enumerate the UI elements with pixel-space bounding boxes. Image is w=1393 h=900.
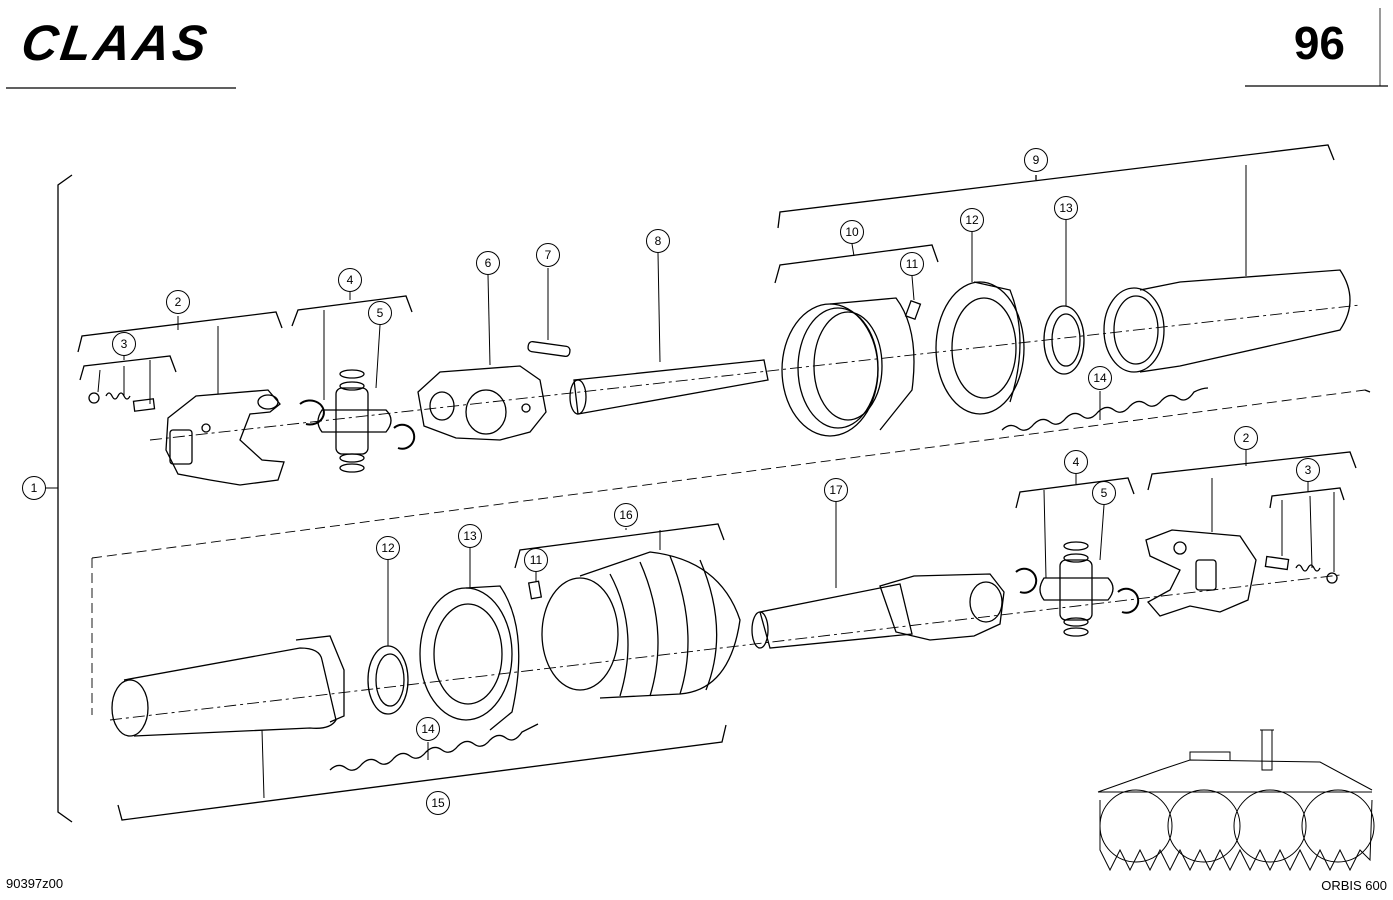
drawing-number: 90397z00 [6,876,64,891]
callout-11: 11 [900,252,924,276]
callout-7: 7 [536,243,560,267]
callout-12: 12 [960,208,984,232]
callout-14: 14 [1088,366,1112,390]
outer-guard-tube-bottom [111,635,345,737]
bearing-ring-top [1043,305,1085,375]
bracket-9 [777,144,1335,229]
callout-6: 6 [476,251,500,275]
screw-top [904,299,922,321]
outer-yoke-bottom [879,573,1005,641]
callout-3: 3 [1296,458,1320,482]
cross-journal-bottom [1039,541,1114,637]
inner-yoke-top [165,389,285,486]
callout-3: 3 [112,332,136,356]
detent-pin-set-bottom [1264,555,1338,584]
protection-bellows-bottom [541,551,741,699]
protection-cone-top [935,281,1025,415]
callout-17: 17 [824,478,848,502]
callout-13: 13 [1054,196,1078,220]
callout-5: 5 [1092,481,1116,505]
roll-pin [527,340,571,358]
callout-4: 4 [338,268,362,292]
inner-profile-tube-bottom [751,583,913,649]
outer-guard-tube-top [1103,269,1351,373]
callout-11: 11 [524,548,548,572]
inner-profile-tube [569,359,769,415]
screw-bottom [527,580,543,600]
callout-2: 2 [1234,426,1258,450]
callout-15: 15 [426,791,450,815]
outer-yoke-top [417,365,547,441]
callout-9: 9 [1024,148,1048,172]
safety-chain-bottom [329,723,539,771]
callout-1: 1 [22,476,46,500]
safety-chain-top [1001,387,1209,431]
callout-8: 8 [646,229,670,253]
callout-4: 4 [1064,450,1088,474]
bracket-assembly [57,174,73,823]
model-name: ORBIS 600 [1321,878,1387,893]
callout-10: 10 [840,220,864,244]
callout-2: 2 [166,290,190,314]
machine-inset [1097,729,1375,872]
bearing-ring-bottom [367,645,409,715]
callout-5: 5 [368,301,392,325]
callout-14: 14 [416,717,440,741]
protection-bellows-top [781,297,915,437]
detent-pin-set [88,392,156,412]
protection-cone-bottom [419,585,520,731]
callout-13: 13 [458,524,482,548]
callout-16: 16 [614,503,638,527]
callout-12: 12 [376,536,400,560]
cross-journal-top [317,369,392,473]
inner-yoke-bottom [1145,529,1257,617]
page-number: 96 [1293,17,1345,69]
